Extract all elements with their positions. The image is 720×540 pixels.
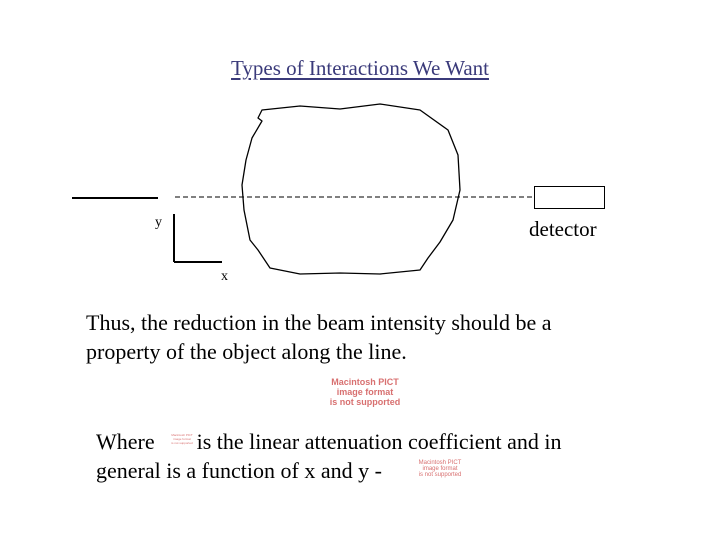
- pict-placeholder-text: image format: [422, 466, 458, 472]
- pict-placeholder-text: Macintosh PICT: [418, 460, 462, 466]
- pict-placeholder-text: is not supported: [418, 472, 462, 478]
- paragraph-line: Where is the linear attenuation coefficie…: [96, 427, 696, 456]
- paragraph-attenuation: Where is the linear attenuation coefficie…: [96, 427, 696, 485]
- pict-placeholder-text: Macintosh PICT: [171, 433, 193, 437]
- slide-title: Types of Interactions We Want: [231, 56, 489, 80]
- detector-box: [534, 186, 605, 209]
- object-outline: [241, 103, 461, 275]
- attenuation-text: is the linear attenuation coefficient an…: [196, 429, 562, 454]
- paragraph-line: Thus, the reduction in the beam intensit…: [86, 310, 552, 335]
- pict-placeholder-text: image format: [336, 387, 394, 397]
- pict-placeholder-equation: Macintosh PICT image format is not suppo…: [310, 377, 420, 407]
- y-axis-label: y: [155, 215, 162, 230]
- pict-placeholder-mu: Macintosh PICT image format is not suppo…: [170, 433, 194, 445]
- pict-placeholder-text: Macintosh PICT: [331, 377, 399, 387]
- paragraph-line: general is a function of x and y -: [96, 458, 382, 483]
- detector-label: detector: [529, 217, 597, 241]
- pict-placeholder-text: is not supported: [329, 397, 401, 407]
- paragraph-beam-reduction: Thus, the reduction in the beam intensit…: [86, 308, 646, 366]
- paragraph-line: property of the object along the line.: [86, 339, 407, 364]
- pict-placeholder-text: image format: [173, 437, 191, 441]
- pict-placeholder-text: is not supported: [171, 441, 193, 445]
- x-axis-label: x: [221, 269, 228, 284]
- where-text: Where: [96, 429, 155, 454]
- diagram: [72, 103, 534, 275]
- pict-placeholder-function: Macintosh PICT image format is not suppo…: [408, 460, 472, 478]
